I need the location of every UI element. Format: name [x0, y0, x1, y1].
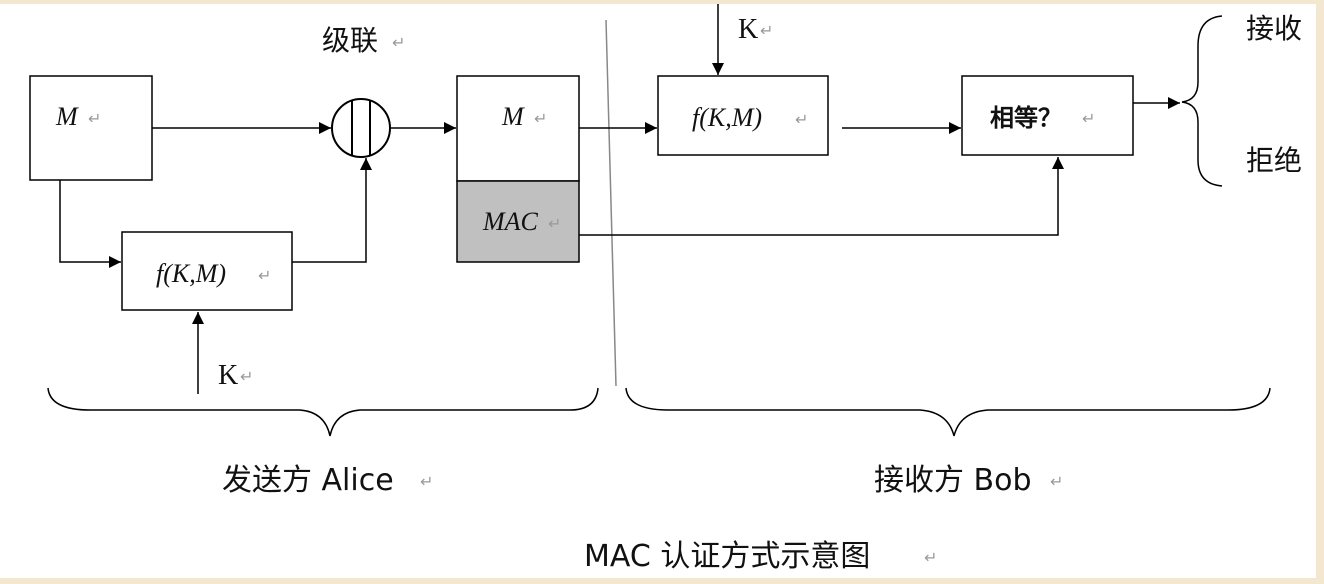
arrow-mac-to-concat: [292, 158, 372, 263]
paragraph-mark-icon: ↵: [1082, 109, 1095, 128]
paragraph-mark-icon: ↵: [534, 109, 547, 128]
paragraph-mark-icon: ↵: [392, 33, 405, 52]
concat-label: 级联: [322, 24, 378, 57]
compare-label: 相等？: [990, 104, 1062, 132]
packet-mac-label: MAC: [482, 207, 539, 236]
compare-box: [961, 75, 1134, 156]
receiver-label: 接收方 Bob: [874, 463, 1032, 498]
paragraph-mark-icon: ↵: [924, 548, 937, 567]
sender-key-label: K: [218, 360, 238, 391]
paragraph-mark-icon: ↵: [760, 21, 773, 40]
receiver-mac-function-box: [657, 75, 829, 156]
sender-message-box: [29, 75, 153, 181]
decision-brace: [1181, 15, 1223, 187]
receiver-brace: [625, 387, 1271, 437]
sender-label: 发送方 Alice: [222, 463, 394, 498]
receiver-mac-function-label: f(K,M): [692, 103, 762, 132]
sender-brace: [47, 387, 599, 437]
arrow-message-to-mac: [59, 180, 121, 268]
paragraph-mark-icon: ↵: [420, 472, 433, 491]
arrow-packet-mac-to-compare: [579, 157, 1064, 236]
paragraph-mark-icon: ↵: [258, 266, 271, 285]
reject-label: 拒绝: [1246, 144, 1302, 177]
packet-mac-box: [456, 180, 580, 263]
accept-label: 接收: [1246, 12, 1302, 45]
right-frame-edge: [1316, 0, 1324, 584]
paragraph-mark-icon: ↵: [795, 110, 808, 129]
sender-message-label: M: [55, 102, 79, 131]
diagram-caption: MAC 认证方式示意图: [584, 539, 870, 574]
paragraph-mark-icon: ↵: [240, 367, 253, 386]
paragraph-mark-icon: ↵: [548, 214, 561, 233]
sender-mac-function-label: f(K,M): [156, 259, 226, 288]
sender-mac-function-box: [121, 231, 293, 311]
party-divider: [605, 19, 617, 387]
paragraph-mark-icon: ↵: [1050, 472, 1063, 491]
concat-operator-icon: [331, 98, 391, 158]
receiver-key-label: K: [738, 14, 758, 45]
bottom-frame-edge: [0, 578, 1324, 584]
packet-message-label: M: [501, 102, 525, 131]
top-frame-edge: [0, 0, 1324, 4]
paragraph-mark-icon: ↵: [88, 109, 101, 128]
